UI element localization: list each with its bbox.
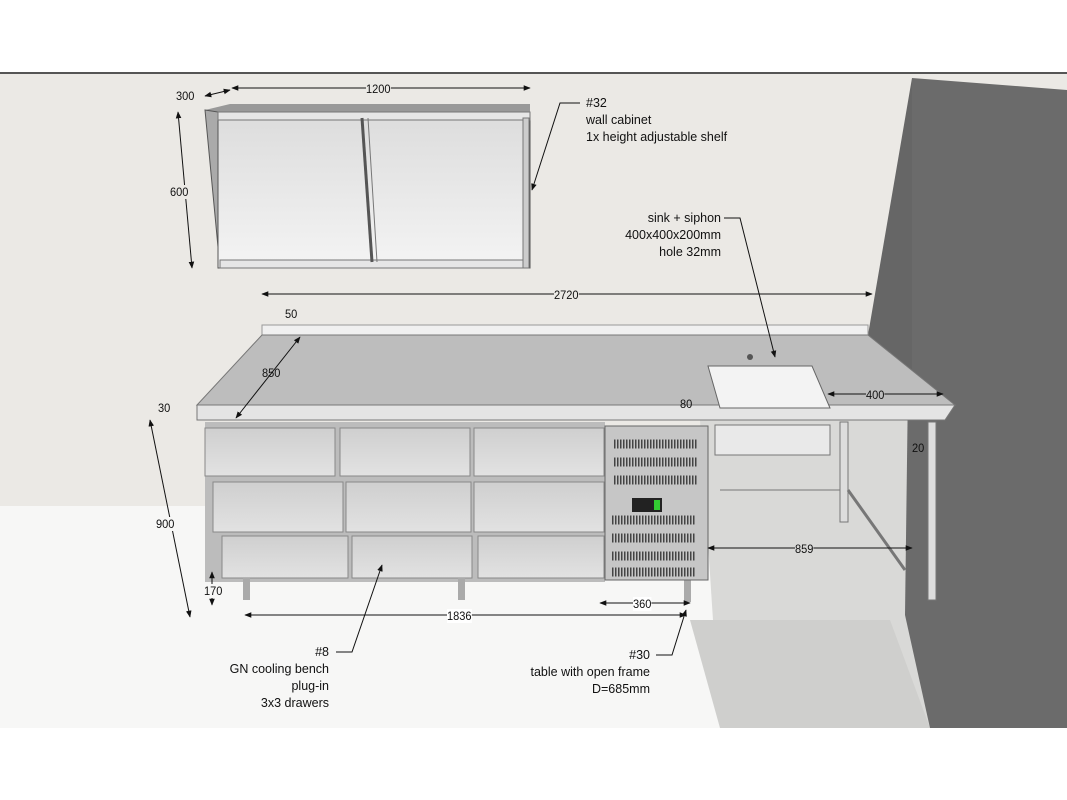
callout-open-table: #30 table with open frame D=685mm: [530, 647, 650, 698]
callout-line: table with open frame: [530, 665, 650, 679]
callout-number: #8: [315, 645, 329, 659]
cooling-bench: [204, 422, 709, 602]
dim-worktop-thickness: 30: [158, 401, 171, 415]
callout-number: #32: [586, 96, 607, 110]
dim-worktop-depth: 850: [262, 366, 281, 380]
callout-line: wall cabinet: [586, 113, 652, 127]
dim-total-length: 2720: [554, 288, 579, 302]
dim-bench-height: 900: [156, 517, 175, 531]
callout-cooling-bench: #8 GN cooling bench plug-in 3x3 drawers: [230, 644, 329, 712]
dim-frame-offset: 20: [912, 441, 925, 455]
dim-frame-length: 859: [795, 542, 814, 556]
worktop: [195, 324, 957, 421]
dim-leg-height: 170: [204, 584, 223, 598]
callout-line: 3x3 drawers: [260, 696, 329, 710]
wall-cabinet: [204, 104, 531, 269]
callout-line: plug-in: [291, 679, 329, 693]
dim-cabinet-depth: 300: [176, 89, 195, 103]
dim-overhang: 80: [680, 397, 693, 411]
open-frame-table: [714, 421, 937, 601]
dim-cabinet-width: 1200: [366, 82, 391, 96]
callout-line: sink + siphon: [647, 211, 721, 225]
callout-line: 1x height adjustable shelf: [586, 130, 728, 144]
callout-wall-cabinet: #32 wall cabinet 1x height adjustable sh…: [586, 95, 727, 146]
callout-line: D=685mm: [591, 682, 650, 696]
callout-line: hole 32mm: [659, 245, 721, 259]
callout-line: GN cooling bench: [229, 662, 329, 676]
side-wall: [905, 78, 1067, 728]
callout-sink: sink + siphon 400x400x200mm hole 32mm: [625, 210, 721, 261]
dim-cabinet-height: 600: [170, 185, 189, 199]
dim-bench-length: 1836: [447, 609, 472, 623]
callout-number: #30: [629, 648, 650, 662]
dim-sink-offset: 400: [866, 388, 885, 402]
callout-line: 400x400x200mm: [625, 228, 721, 242]
dim-upstand: 50: [285, 307, 298, 321]
dim-unit-width: 360: [633, 597, 652, 611]
